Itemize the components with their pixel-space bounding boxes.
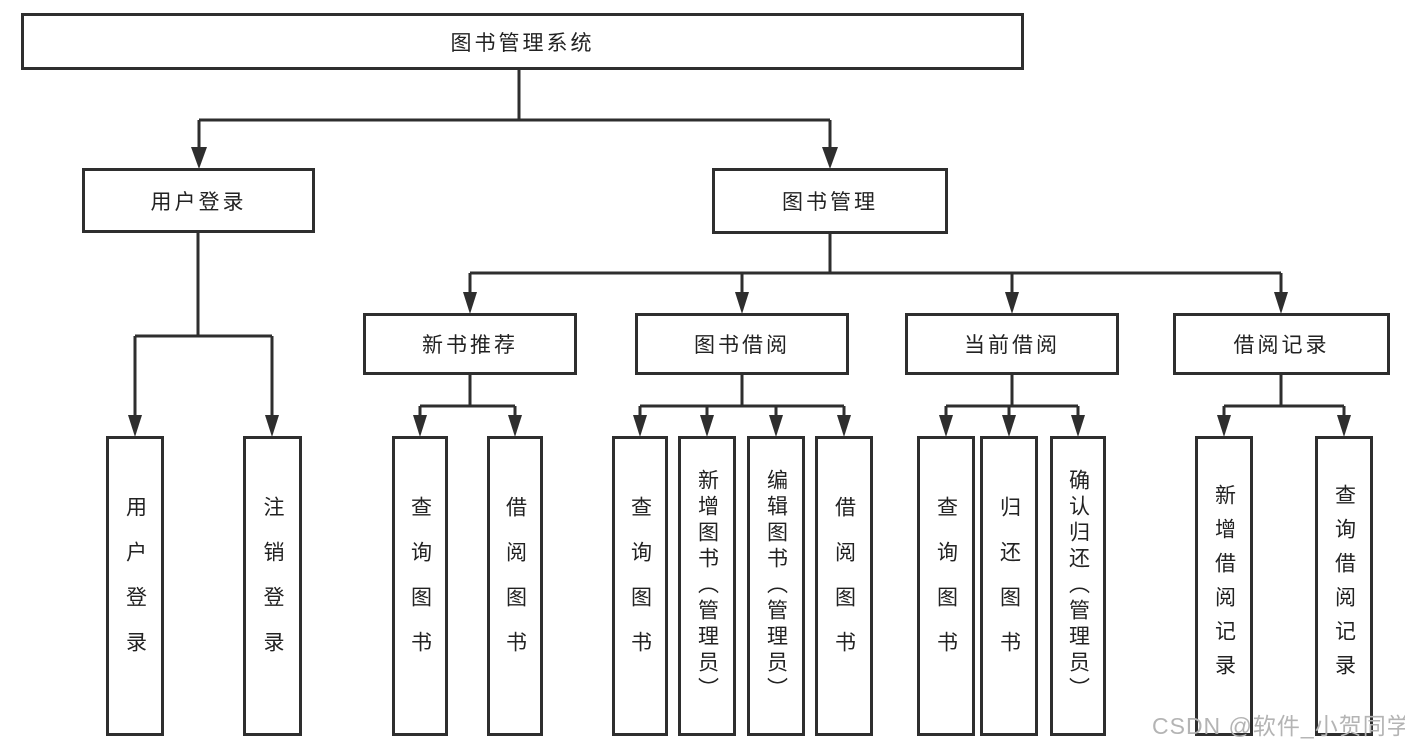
connector-user-login bbox=[133, 232, 274, 418]
node-leaf-query-borrow-record: 查询借阅记录 bbox=[1315, 436, 1373, 736]
node-leaf-user-login: 用户登录 bbox=[106, 436, 164, 736]
connector-new-books bbox=[418, 375, 517, 418]
node-new-book-recommend-label: 新书推荐 bbox=[422, 334, 518, 357]
node-leaf-borrow-books-recommend-label: 借阅图书 bbox=[503, 496, 527, 676]
node-leaf-query-borrow-record-label: 查询借阅记录 bbox=[1332, 484, 1356, 688]
connector-current bbox=[944, 375, 1080, 418]
csdn-watermark: CSDN @软件_小贺同学 bbox=[1152, 713, 1405, 739]
node-user-login: 用户登录 bbox=[82, 168, 315, 233]
node-leaf-confirm-return-admin: 确认归还（管理员） bbox=[1050, 436, 1106, 736]
node-root-label: 图书管理系统 bbox=[450, 31, 595, 55]
node-leaf-query-books-current-label: 查询图书 bbox=[934, 496, 958, 676]
node-leaf-borrow-books-borrow-label: 借阅图书 bbox=[832, 496, 856, 676]
node-leaf-return-books-label: 归还图书 bbox=[997, 496, 1021, 676]
node-leaf-return-books: 归还图书 bbox=[980, 436, 1038, 736]
node-new-book-recommend: 新书推荐 bbox=[363, 313, 577, 375]
node-leaf-borrow-books-recommend: 借阅图书 bbox=[487, 436, 543, 736]
node-borrow-records: 借阅记录 bbox=[1173, 313, 1390, 375]
node-leaf-user-login-label: 用户登录 bbox=[123, 496, 147, 676]
node-leaf-query-books-current: 查询图书 bbox=[917, 436, 975, 736]
node-leaf-confirm-return-admin-label: 确认归还（管理员） bbox=[1066, 469, 1090, 703]
node-leaf-query-books-borrow-label: 查询图书 bbox=[628, 496, 652, 676]
node-leaf-add-borrow-record-label: 新增借阅记录 bbox=[1212, 484, 1236, 688]
node-book-borrow-label: 图书借阅 bbox=[694, 334, 790, 357]
node-book-management: 图书管理 bbox=[712, 168, 948, 234]
node-leaf-add-borrow-record: 新增借阅记录 bbox=[1195, 436, 1253, 736]
node-root: 图书管理系统 bbox=[21, 13, 1024, 70]
node-current-borrow-label: 当前借阅 bbox=[964, 334, 1060, 357]
node-leaf-query-books-borrow: 查询图书 bbox=[612, 436, 668, 736]
node-leaf-logout: 注销登录 bbox=[243, 436, 302, 736]
node-borrow-records-label: 借阅记录 bbox=[1233, 334, 1330, 357]
connector-borrow bbox=[638, 375, 846, 418]
node-leaf-borrow-books-borrow: 借阅图书 bbox=[815, 436, 873, 736]
node-leaf-logout-label: 注销登录 bbox=[261, 496, 284, 676]
node-leaf-query-books-recommend: 查询图书 bbox=[392, 436, 448, 736]
node-current-borrow: 当前借阅 bbox=[905, 313, 1119, 375]
node-leaf-edit-books-admin: 编辑图书（管理员） bbox=[747, 436, 805, 736]
node-leaf-edit-books-admin-label: 编辑图书（管理员） bbox=[764, 469, 788, 703]
node-book-borrow: 图书借阅 bbox=[635, 313, 849, 375]
node-book-management-label: 图书管理 bbox=[782, 191, 878, 214]
node-leaf-add-books-admin: 新增图书（管理员） bbox=[678, 436, 736, 736]
connector-book-mgmt bbox=[468, 234, 1283, 295]
connector-root bbox=[197, 69, 832, 150]
node-leaf-add-books-admin-label: 新增图书（管理员） bbox=[695, 469, 719, 703]
node-leaf-query-books-recommend-label: 查询图书 bbox=[408, 496, 432, 676]
node-user-login-label: 用户登录 bbox=[150, 190, 247, 214]
connector-records bbox=[1222, 375, 1346, 418]
arrowheads bbox=[128, 147, 1351, 437]
